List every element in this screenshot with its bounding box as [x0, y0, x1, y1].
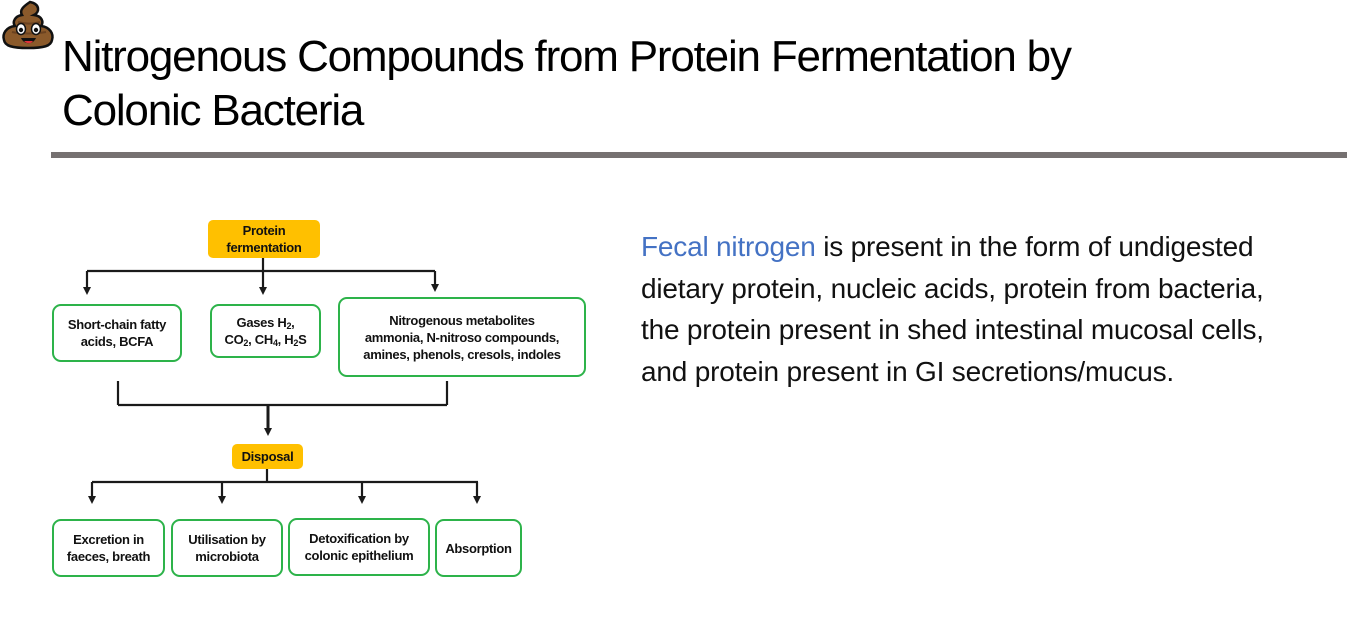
excretion-label-line-1: Excretion in	[73, 532, 144, 547]
slide-title-line-1: Nitrogenous Compounds from Protein Ferme…	[62, 32, 1072, 81]
subscript: 2	[243, 338, 249, 348]
pile-of-poo-icon	[2, 0, 54, 50]
absorption-box: Absorption	[435, 519, 522, 577]
scfa-label-line-1: Short-chain fatty	[67, 317, 167, 332]
slide-title-line-2: Colonic Bacteria	[62, 86, 364, 135]
detox-label-line-1: Detoxification by	[309, 531, 409, 546]
protein-fermentation-diagram: Protein fermentation Short-chain fatty a…	[0, 0, 620, 617]
scfa-label-line-2: acids, BCFA	[80, 334, 154, 349]
excretion-box: Excretion in faeces, breath	[52, 519, 165, 577]
protein-fermentation-box: Protein fermentation	[208, 220, 320, 258]
gases-box: Gases H2, CO2, CH4, H2S	[210, 304, 321, 358]
root-label-line-2: fermentation	[226, 240, 302, 255]
nitro-label-line-3: amines, phenols, cresols, indoles	[363, 346, 561, 362]
utilisation-label-line-1: Utilisation by	[188, 532, 266, 547]
gases-label-line-2: CO2, CH4, H2S	[225, 331, 307, 348]
gases-text: Gases H	[236, 315, 287, 330]
comma: ,	[291, 315, 295, 330]
title-separator	[51, 152, 1347, 158]
s-text: S	[298, 332, 307, 347]
utilisation-label-line-2: microbiota	[195, 549, 259, 564]
disposal-label: Disposal	[241, 449, 294, 464]
h-text: , H	[277, 332, 294, 347]
root-label-line-1: Protein	[242, 223, 286, 238]
ch-text: , CH	[248, 332, 273, 347]
excretion-label-line-2: faeces, breath	[66, 549, 151, 564]
utilisation-box: Utilisation by microbiota	[171, 519, 283, 577]
subscript: 2	[293, 338, 299, 348]
fecal-nitrogen-highlight: Fecal nitrogen	[641, 231, 816, 262]
co-text: CO	[224, 332, 244, 347]
disposal-box: Disposal	[232, 444, 303, 469]
detox-label-line-2: colonic epithelium	[304, 548, 414, 563]
nitro-label-line-1: Nitrogenous metabolites	[389, 312, 535, 328]
detoxification-box: Detoxification by colonic epithelium	[288, 518, 430, 576]
absorption-label: Absorption	[445, 540, 512, 556]
subscript: 4	[272, 338, 278, 348]
nitrogenous-metabolites-box: Nitrogenous metabolites ammonia, N-nitro…	[338, 297, 586, 377]
diagram-connectors	[83, 258, 481, 504]
short-chain-fatty-acids-box: Short-chain fatty acids, BCFA	[52, 304, 182, 362]
nitro-label-line-2: ammonia, N-nitroso compounds,	[364, 329, 560, 345]
paragraph-body: is present in the form of undigested die…	[641, 231, 1264, 387]
slide-title: Nitrogenous Compounds from Protein Ferme…	[62, 30, 1312, 138]
subscript: 2	[286, 321, 292, 331]
fecal-nitrogen-paragraph: Fecal nitrogen is present in the form of…	[641, 226, 1281, 392]
gases-label-line-1: Gases H2,	[237, 314, 295, 331]
